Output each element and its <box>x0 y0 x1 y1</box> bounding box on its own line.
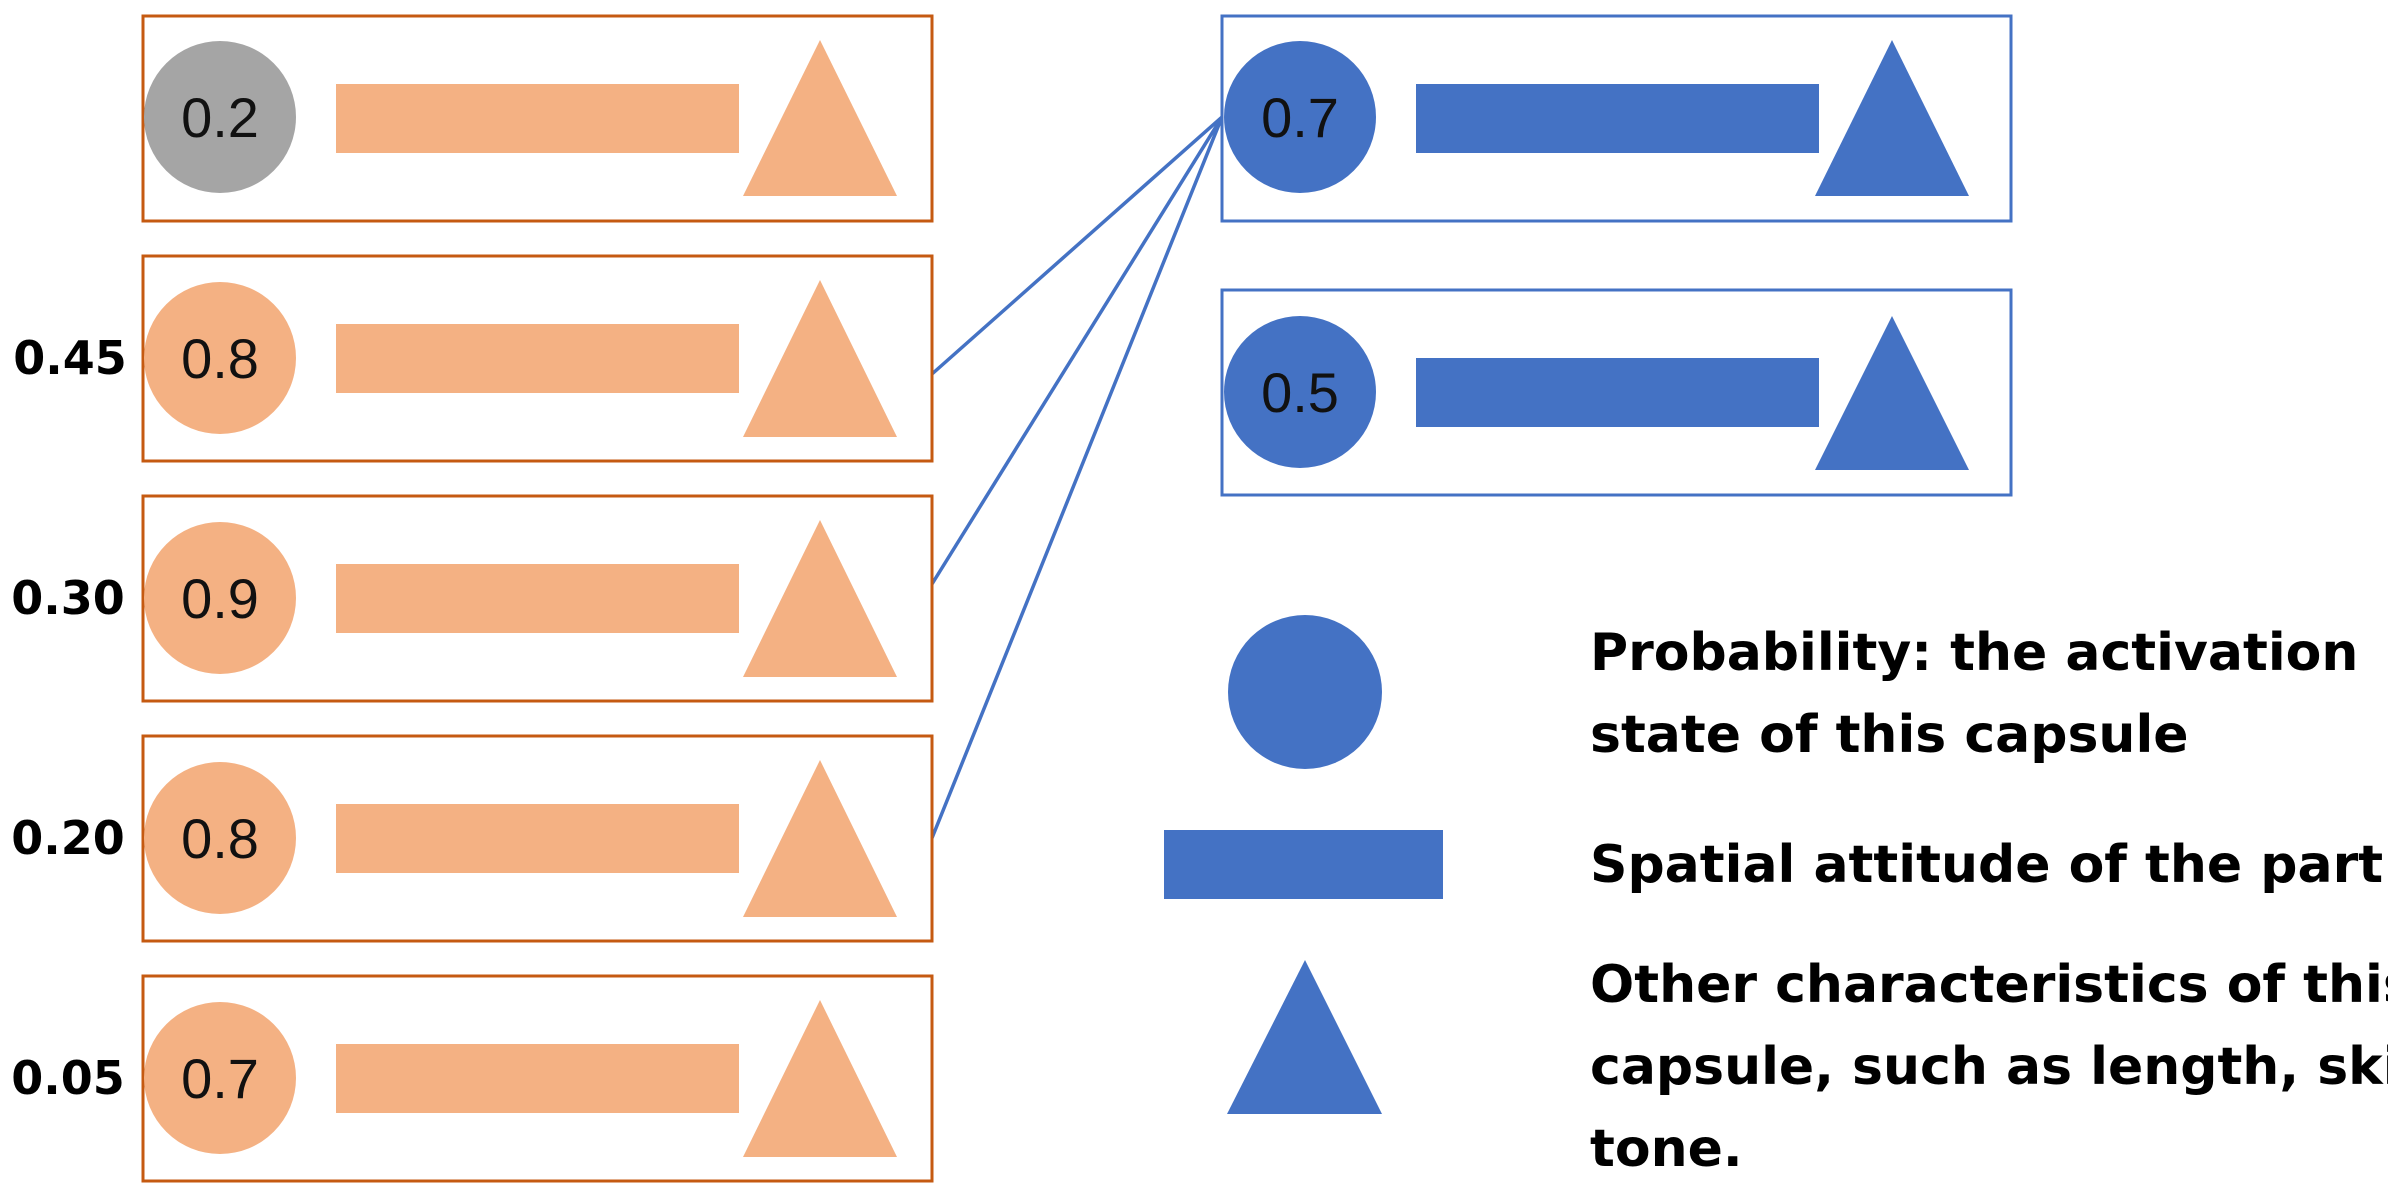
capsule-box <box>1220 14 2013 223</box>
lower-capsule: 0.45 0.8 <box>13 254 934 463</box>
legend-line: Other characteristics of this <box>1590 955 2388 1015</box>
legend-rect-text: Spatial attitude of the part. <box>1590 835 2388 895</box>
legend-line: capsule, such as length, skin <box>1590 1037 2388 1097</box>
features-triangle <box>743 280 897 437</box>
features-triangle <box>743 520 897 677</box>
activation-circle <box>144 1002 296 1154</box>
lower-capsule: 0.2 <box>141 14 934 223</box>
activation-value: 0.7 <box>181 1047 259 1110</box>
coupling-coefficient: 0.30 <box>11 571 125 625</box>
pose-rectangle <box>1416 84 1819 153</box>
pose-rectangle <box>336 84 739 153</box>
activation-value: 0.2 <box>181 86 259 149</box>
legend-circle-text: Probability: the activation state of thi… <box>1590 623 2377 765</box>
activation-circle <box>144 522 296 674</box>
pose-rectangle <box>336 324 739 393</box>
lower-capsule: 0.05 0.7 <box>11 974 934 1183</box>
routing-lines <box>930 115 1224 839</box>
activation-value: 0.7 <box>1261 86 1339 149</box>
upper-capsule: 0.7 <box>1220 14 2013 223</box>
routing-line <box>930 115 1224 376</box>
capsule-box <box>141 14 934 223</box>
routing-line <box>930 116 1224 839</box>
routing-line <box>930 116 1224 585</box>
activation-circle <box>144 41 296 193</box>
coupling-coefficient: 0.45 <box>13 331 127 385</box>
coupling-coefficient: 0.20 <box>11 811 125 865</box>
pose-rectangle <box>336 804 739 873</box>
circle-shape-icon <box>1228 615 1382 769</box>
features-triangle <box>743 40 897 196</box>
capsule-box <box>141 974 934 1183</box>
activation-circle <box>1224 316 1376 468</box>
activation-circle <box>1224 41 1376 193</box>
features-triangle <box>743 1000 897 1157</box>
capsule-box <box>141 254 934 463</box>
triangle-shape-icon <box>1227 960 1382 1114</box>
pose-rectangle <box>1416 358 1819 427</box>
activation-value: 0.8 <box>181 327 259 390</box>
pose-rectangle <box>336 1044 739 1113</box>
legend: Probability: the activation state of thi… <box>1164 615 2388 1179</box>
features-triangle <box>743 760 897 917</box>
rectangle-shape-icon <box>1164 830 1443 899</box>
upper-capsule: 0.5 <box>1220 288 2013 497</box>
features-triangle <box>1815 40 1969 196</box>
lower-capsule: 0.30 0.9 <box>11 494 934 703</box>
capsule-box <box>141 494 934 703</box>
activation-value: 0.5 <box>1261 361 1339 424</box>
pose-rectangle <box>336 564 739 633</box>
coupling-coefficient: 0.05 <box>11 1051 125 1105</box>
legend-line: state of this capsule <box>1590 705 2189 765</box>
lower-capsule: 0.20 0.8 <box>11 734 934 943</box>
activation-circle <box>144 282 296 434</box>
features-triangle <box>1815 316 1969 470</box>
legend-triangle-text: Other characteristics of this capsule, s… <box>1590 955 2388 1179</box>
activation-value: 0.9 <box>181 567 259 630</box>
activation-circle <box>144 762 296 914</box>
legend-line: Spatial attitude of the part. <box>1590 835 2388 895</box>
legend-line: Probability: the activation <box>1590 623 2358 683</box>
capsule-box <box>141 734 934 943</box>
legend-line: tone. <box>1590 1119 1743 1179</box>
capsule-box <box>1220 288 2013 497</box>
activation-value: 0.8 <box>181 807 259 870</box>
